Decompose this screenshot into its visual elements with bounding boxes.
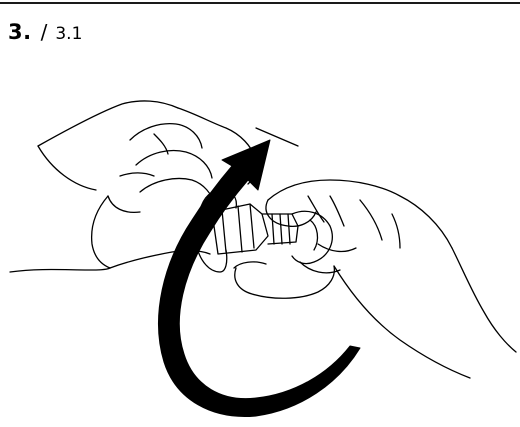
step-heading: 3. / 3.1	[8, 20, 82, 46]
step-separator: /	[41, 20, 48, 44]
top-divider	[0, 2, 520, 4]
rotation-arrow	[159, 140, 360, 417]
step-number: 3.	[8, 20, 32, 44]
instruction-illustration	[0, 70, 520, 427]
right-hand	[234, 180, 516, 378]
sub-step-number: 3.1	[55, 24, 82, 44]
